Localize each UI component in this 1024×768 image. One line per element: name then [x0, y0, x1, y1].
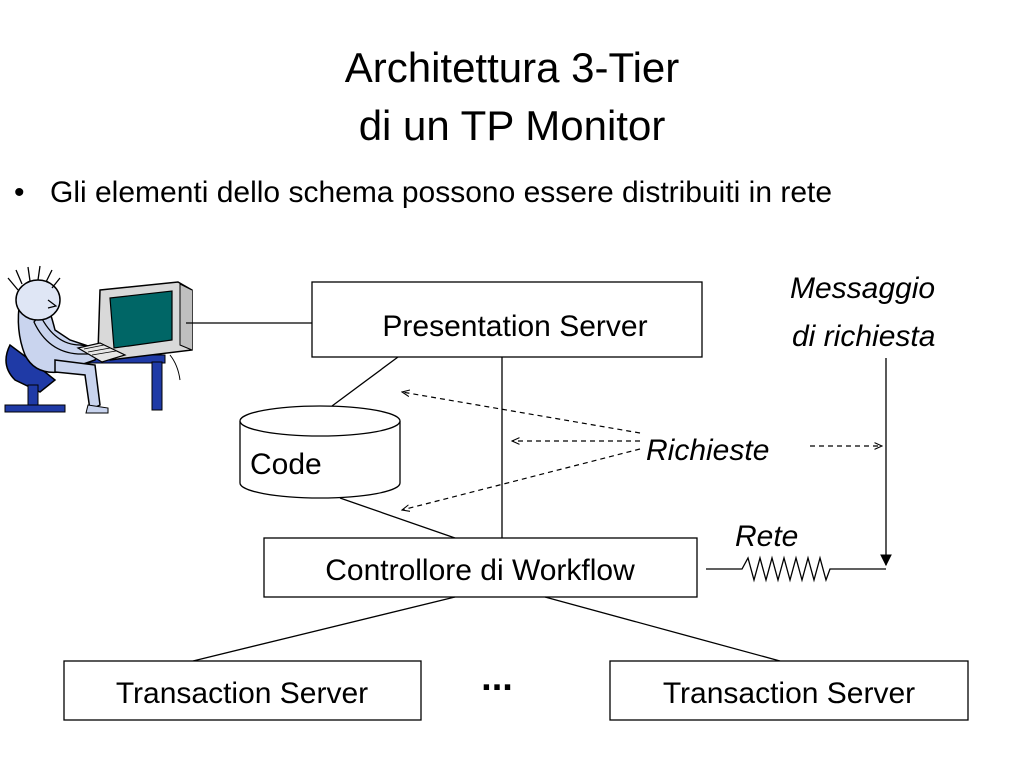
request-message-label-line-1: Messaggio: [790, 272, 935, 305]
bullet-point: • Gli elementi dello schema possono esse…: [14, 170, 1014, 216]
transaction-server-left-box: Transaction Server: [63, 660, 422, 721]
workflow-controller-box: Controllore di Workflow: [263, 537, 698, 598]
bullet-marker: •: [14, 176, 25, 209]
transaction-server-right-box: Transaction Server: [609, 660, 969, 721]
queue-label: Code: [250, 448, 322, 481]
workflow-to-ts-left-line: [192, 596, 456, 662]
workflow-controller-label: Controllore di Workflow: [325, 554, 635, 587]
presentation-to-queue-line: [331, 356, 399, 407]
request-arrow-to-workflow: [402, 448, 641, 510]
presentation-server-box: Presentation Server: [311, 281, 703, 358]
page-title-line-2: di un TP Monitor: [358, 102, 666, 149]
network-link: [706, 555, 886, 583]
request-message-label-line-2: di richiesta: [792, 320, 935, 353]
network-label: Rete: [735, 520, 798, 553]
request-arrow-to-presentation: [402, 392, 641, 434]
transaction-server-left-label: Transaction Server: [116, 677, 368, 710]
requests-label: Richieste: [646, 434, 769, 467]
requests-arrows: [402, 392, 882, 510]
queue-cylinder: Code: [239, 405, 401, 499]
bullet-text: Gli elementi dello schema possono essere…: [50, 176, 833, 209]
transaction-server-right-label: Transaction Server: [663, 677, 915, 710]
ellipsis-label: ...: [481, 657, 513, 699]
presentation-server-label: Presentation Server: [382, 310, 647, 343]
user-at-computer-icon: [4, 265, 193, 414]
workflow-to-ts-right-line: [544, 596, 781, 662]
page-title-line-1: Architettura 3-Tier: [344, 44, 680, 91]
queue-to-workflow-line: [339, 497, 456, 539]
